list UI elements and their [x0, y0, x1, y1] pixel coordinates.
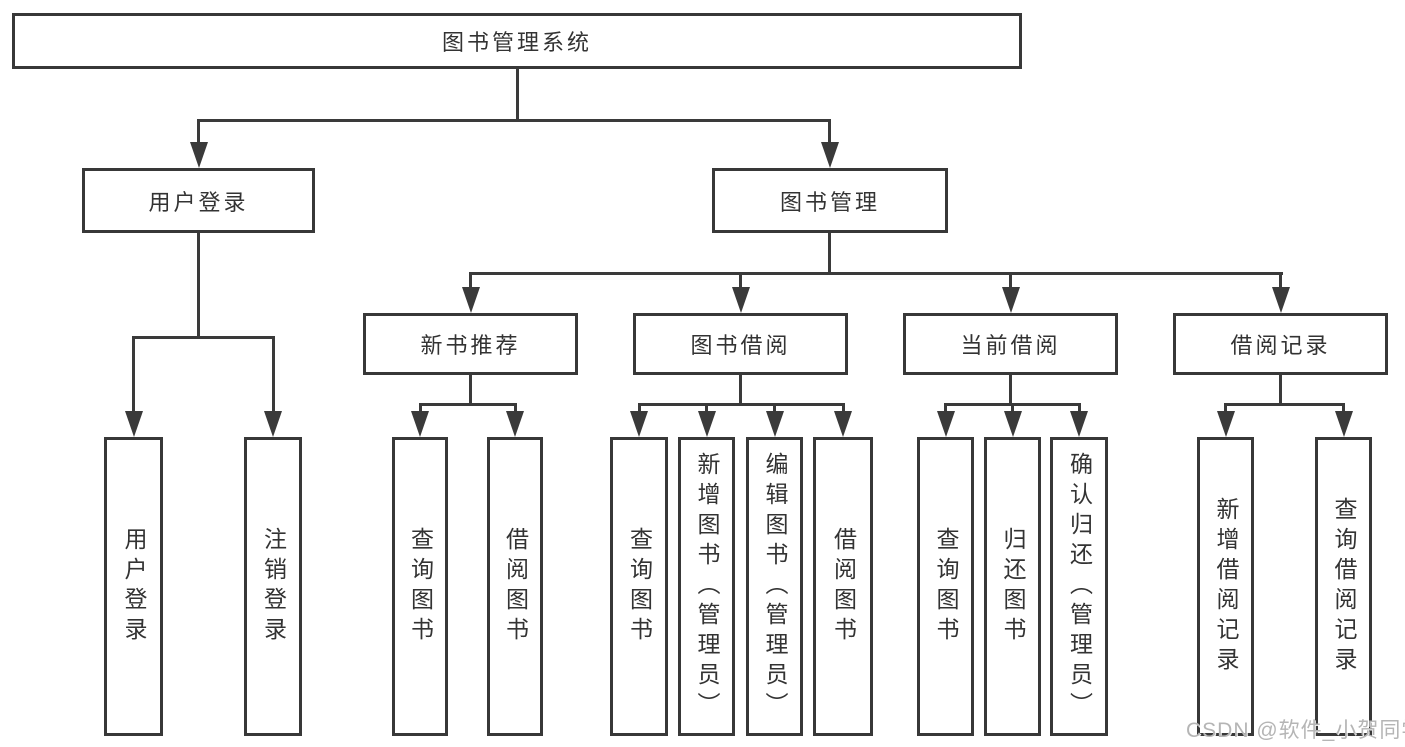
- leaf-bb-add-book-admin: 新增图书（管理员）: [678, 437, 735, 736]
- connector-leaf-logout-drop: [271, 336, 275, 418]
- leaf-nbr-borrow-book: 借阅图书: [487, 437, 543, 736]
- leaf-cb-return-book: 归还图书: [984, 437, 1041, 736]
- connector-bookborrow-rail: [637, 403, 845, 406]
- node-new-book-recommend: 新书推荐: [363, 313, 578, 375]
- node-borrow-records: 借阅记录: [1173, 313, 1388, 375]
- connector-level3-rail: [469, 272, 1283, 275]
- node-book-management-label: 图书管理: [779, 189, 880, 215]
- connector-borrowrecords-stem: [1279, 375, 1282, 406]
- node-book-borrow: 图书借阅: [633, 313, 848, 375]
- connector-userlogin-stem: [197, 233, 200, 339]
- arrowhead-leaf-userlogin: [124, 411, 143, 437]
- leaf-nbr-query-book: 查询图书: [392, 437, 448, 736]
- leaf-nbr-query-book-label: 查询图书: [407, 526, 434, 647]
- node-current-borrow-label: 当前借阅: [960, 333, 1061, 358]
- node-root: 图书管理系统: [12, 13, 1022, 69]
- node-borrow-records-label: 借阅记录: [1230, 333, 1331, 358]
- connector-leaf-bb-borrow-drop: [841, 403, 845, 418]
- connector-leaf-cb-return-drop: [1011, 403, 1014, 418]
- connector-borrowrecords-rail: [1224, 403, 1345, 406]
- leaf-br-add-record: 新增借阅记录: [1197, 437, 1254, 736]
- leaf-cb-query-book-label: 查询图书: [933, 526, 959, 647]
- connector-bookmgmt-stem: [828, 233, 831, 275]
- connector-userlogin-drop: [197, 119, 200, 147]
- leaf-nbr-borrow-book-label: 借阅图书: [502, 526, 529, 647]
- leaf-bb-query-book: 查询图书: [610, 437, 668, 736]
- connector-leaf-br-query-drop: [1342, 403, 1345, 418]
- arrowhead-newbook: [461, 287, 480, 313]
- connector-newbook-rail: [418, 403, 517, 406]
- connector-leaf-nbr-query-drop: [418, 403, 422, 418]
- leaf-bb-borrow-book: 借阅图书: [813, 437, 873, 736]
- leaf-logout-label: 注销登录: [260, 526, 287, 647]
- connector-level2-rail: [197, 119, 831, 122]
- arrowhead-leaf-nbr-borrow: [506, 411, 524, 437]
- leaf-bb-borrow-book-label: 借阅图书: [830, 526, 857, 647]
- connector-leaf-cb-query-drop: [944, 403, 947, 418]
- leaf-cb-confirm-return-admin: 确认归还（管理员）: [1050, 437, 1108, 736]
- node-book-management: 图书管理: [712, 168, 948, 233]
- node-current-borrow: 当前借阅: [903, 313, 1118, 375]
- node-new-book-recommend-label: 新书推荐: [420, 333, 521, 358]
- leaf-cb-return-book-label: 归还图书: [1000, 526, 1026, 647]
- arrowhead-leaf-cb-confirm: [1070, 411, 1088, 437]
- arrowhead-leaf-br-query: [1334, 411, 1353, 437]
- leaf-logout: 注销登录: [244, 437, 302, 736]
- connector-bookborrow-stem: [739, 375, 742, 406]
- connector-newbook-drop: [469, 272, 472, 292]
- arrowhead-leaf-br-add: [1216, 411, 1235, 437]
- leaf-br-query-record-label: 查询借阅记录: [1331, 496, 1357, 677]
- connector-leaf-nbr-borrow-drop: [513, 403, 517, 418]
- leaf-user-login-label: 用户登录: [121, 526, 147, 647]
- csdn-watermark: CSDN @软件_小贺同学: [1186, 719, 1405, 742]
- connector-userlogin-rail: [132, 336, 275, 339]
- arrowhead-bookborrow: [731, 287, 750, 313]
- arrowhead-leaf-cb-query: [936, 411, 955, 437]
- connector-leaf-br-add-drop: [1224, 403, 1227, 418]
- node-user-login: 用户登录: [82, 168, 315, 233]
- connector-leaf-cb-confirm-drop: [1077, 403, 1081, 418]
- arrowhead-leaf-bb-edit: [765, 411, 784, 437]
- connector-root-stem: [515, 69, 519, 122]
- connector-leaf-bb-query-drop: [637, 403, 641, 418]
- arrowhead-leaf-bb-query: [630, 411, 648, 437]
- connector-leaf-userlogin-drop: [132, 336, 135, 418]
- node-root-label: 图书管理系统: [441, 30, 592, 55]
- connector-leaf-bb-edit-drop: [773, 403, 776, 418]
- leaf-br-add-record-label: 新增借阅记录: [1213, 496, 1239, 677]
- leaf-bb-add-book-admin-label: 新增图书（管理员）: [694, 451, 720, 722]
- arrowhead-leaf-bb-borrow: [834, 411, 852, 437]
- connector-leaf-bb-add-drop: [705, 403, 708, 418]
- connector-currentborrow-stem: [1009, 375, 1012, 406]
- connector-borrowrecords-drop: [1279, 272, 1282, 292]
- leaf-bb-query-book-label: 查询图书: [626, 526, 653, 647]
- arrowhead-leaf-bb-add: [697, 411, 716, 437]
- leaf-bb-edit-book-admin: 编辑图书（管理员）: [746, 437, 803, 736]
- leaf-cb-confirm-return-admin-label: 确认归还（管理员）: [1066, 451, 1093, 722]
- leaf-bb-edit-book-admin-label: 编辑图书（管理员）: [762, 451, 788, 722]
- arrowhead-leaf-logout: [264, 411, 282, 437]
- node-user-login-label: 用户登录: [148, 189, 249, 215]
- connector-currentborrow-drop: [1009, 272, 1012, 292]
- connector-bookmgmt-drop: [828, 119, 831, 147]
- connector-bookborrow-drop: [739, 272, 742, 292]
- leaf-user-login: 用户登录: [104, 437, 163, 736]
- arrowhead-leaf-nbr-query: [411, 411, 429, 437]
- leaf-br-query-record: 查询借阅记录: [1315, 437, 1372, 736]
- arrowhead-bookmgmt: [820, 142, 839, 168]
- arrowhead-leaf-cb-return: [1003, 411, 1022, 437]
- arrowhead-userlogin: [189, 142, 208, 168]
- arrowhead-currentborrow: [1001, 287, 1020, 313]
- leaf-cb-query-book: 查询图书: [917, 437, 974, 736]
- node-book-borrow-label: 图书借阅: [690, 333, 791, 358]
- connector-newbook-stem: [469, 375, 472, 406]
- arrowhead-borrowrecords: [1271, 287, 1290, 313]
